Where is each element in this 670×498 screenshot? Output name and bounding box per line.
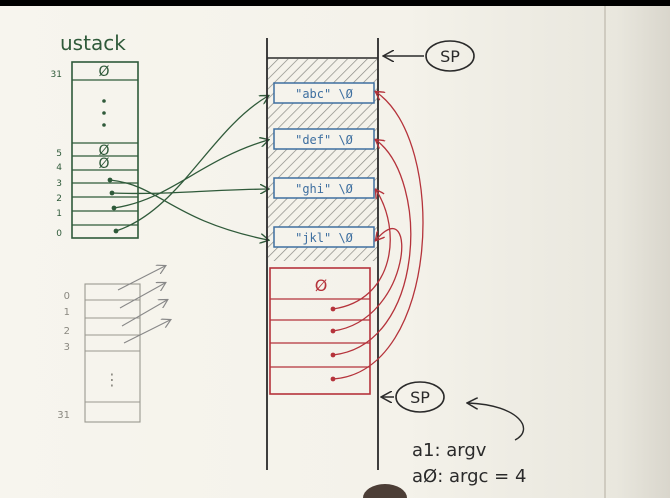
ustack-dot	[102, 99, 106, 103]
ustack-box	[71, 61, 139, 239]
argv-block	[269, 267, 371, 395]
string-def: "def" \Ø	[295, 133, 354, 147]
ustack-label-3: 3	[56, 179, 62, 189]
pencil-arrow	[123, 320, 170, 344]
green-arrow	[115, 96, 268, 232]
red-arrow	[332, 190, 391, 310]
argv-null-terminator: Ø	[315, 276, 328, 295]
register-a0: aØ: argc = 4	[412, 466, 526, 487]
ustack-label-1: 1	[56, 209, 62, 219]
red-arrow	[332, 92, 424, 380]
ustack-row4-null: Ø	[98, 156, 109, 172]
green-arrow	[113, 140, 268, 209]
sp-bottom-label: SP	[410, 388, 430, 407]
string-abc: "abc" \Ø	[295, 87, 354, 101]
pencil-arrow	[121, 300, 167, 327]
red-arrow	[332, 228, 403, 332]
ustack-label-31: 31	[51, 70, 62, 80]
sp-bottom-oval	[395, 381, 445, 413]
argv-array-group: 0 1 2 3 31 ⋮	[57, 266, 170, 423]
string-box-ghi	[273, 177, 375, 199]
argv-index-31: 31	[57, 410, 70, 421]
ustack-title: ustack	[60, 31, 126, 55]
ustack-dot	[102, 123, 106, 127]
string-box-def	[273, 128, 375, 150]
green-arrow	[109, 179, 268, 240]
pointing-finger	[363, 484, 407, 498]
argv-index-2: 2	[64, 326, 70, 337]
ustack-dot	[102, 111, 106, 115]
string-box-jkl	[273, 226, 375, 248]
ustack-top-null: Ø	[98, 64, 109, 80]
pencil-arrow	[117, 266, 165, 291]
ustack-label-0: 0	[56, 229, 62, 239]
argv-array-box	[84, 283, 141, 423]
ustack-group: ustack 31 Ø 5 Ø 4 Ø 3 2 1 0	[51, 31, 268, 240]
argv-ellipsis: ⋮	[104, 370, 120, 389]
argv-index-0: 0	[64, 291, 70, 302]
red-arrow	[332, 140, 412, 356]
sp-top-label: SP	[440, 47, 460, 66]
argv-index-3: 3	[64, 342, 70, 353]
ustack-label-4: 4	[56, 163, 62, 173]
ustack-label-2: 2	[56, 194, 62, 204]
kernel-stack-group: "abc" \Ø "def" \Ø "ghi" \Ø "jkl" \Ø Ø SP…	[266, 38, 475, 470]
registers-group: a1: argv aØ: argc = 4	[412, 403, 526, 487]
ustack-row5-null: Ø	[98, 143, 109, 159]
string-ghi: "ghi" \Ø	[295, 182, 354, 196]
string-jkl: "jkl" \Ø	[295, 231, 354, 245]
argv-index-1: 1	[64, 307, 70, 318]
ustack-label-5: 5	[56, 149, 62, 159]
pencil-arrow	[119, 283, 165, 309]
register-a1: a1: argv	[412, 440, 487, 461]
frame-top-band	[0, 0, 670, 6]
a1-arrow	[468, 403, 525, 441]
sp-top-oval	[425, 40, 475, 72]
green-arrow	[111, 189, 268, 193]
